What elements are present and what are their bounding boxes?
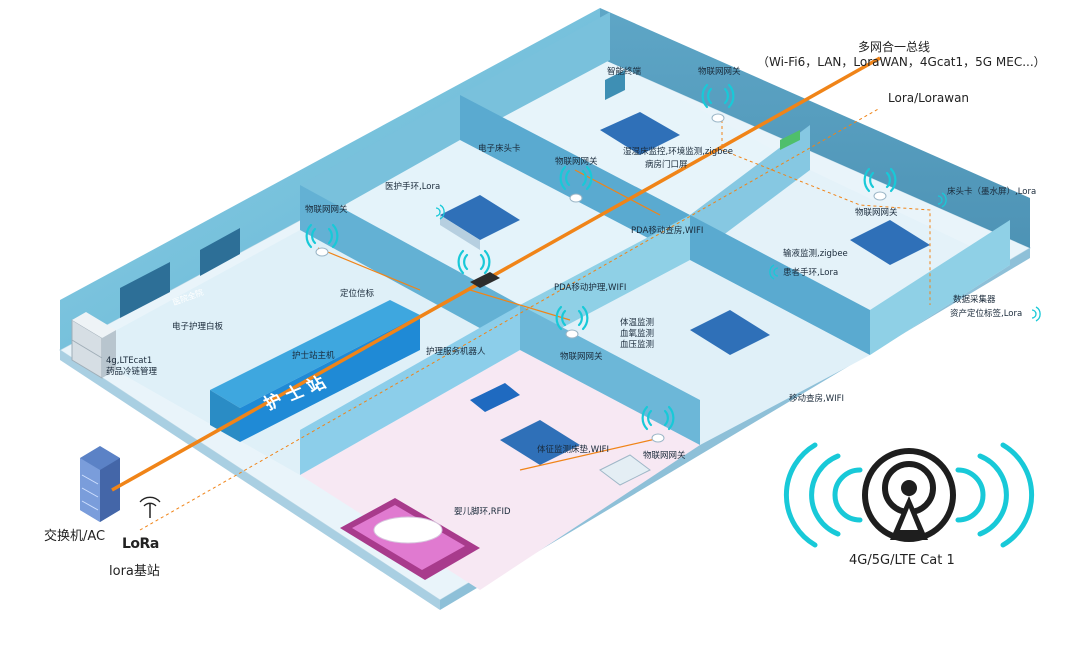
label-fridge-network: 4g,LTEcat1 (106, 356, 153, 366)
label-iot-gateway: 物联网网关 (855, 208, 898, 218)
bus-title: 多网合一总线 (858, 40, 931, 54)
ward-floor-mid (520, 260, 870, 445)
label-mobile-round: 移动查房,WIFI (789, 394, 845, 404)
label-baby-band: 婴儿脚环,RFID (454, 507, 511, 517)
switch-label: 交换机/AC (44, 529, 106, 544)
label-door-screen: 病房门口屏 (645, 160, 688, 170)
lora-logo: LoRa (122, 536, 159, 552)
bus-protocols: （Wi-Fi6，LAN，LoraWAN，4Gcat1，5G MEC...） (757, 55, 1046, 69)
label-asset-tag: 资产定位标签,Lora (950, 309, 1023, 319)
lora-line (139, 107, 881, 531)
label-iot-gateway: 物联网网关 (560, 352, 603, 362)
label-bp-monitor: 血压监测 (620, 340, 655, 350)
label-iot-gateway: 物联网网关 (643, 451, 686, 461)
label-medical-band: 医护手环,Lora (385, 182, 441, 192)
lora-station-label: lora基站 (109, 564, 160, 579)
cellular-tower-icon (783, 442, 1035, 548)
label-wet-bed-monitor: 湿湿床监控,环境监测,zigbee (623, 147, 733, 157)
label-smart-terminal: 智能终端 (607, 67, 642, 77)
label-infusion: 输液监测,zigbee (783, 249, 848, 259)
label-iot-gateway: 物联网网关 (698, 67, 741, 77)
label-eink-bed-card: 床头卡（墨水屏）,Lora (947, 187, 1037, 197)
label-iot-gateway: 物联网网关 (305, 205, 348, 215)
nurse-desk (210, 300, 420, 408)
label-whiteboard: 电子护理白板 (172, 322, 224, 332)
label-position-beacon: 定位信标 (340, 289, 375, 299)
lora-line-label: Lora/Lorawan (888, 91, 970, 105)
label-bed-card: 电子床头卡 (478, 144, 521, 154)
label-data-collector: 数据采集器 (953, 295, 996, 305)
label-pda-ward: PDA移动查房,WIFI (631, 226, 704, 236)
label-patient-band: 患者手环,Lora (783, 268, 839, 278)
label-temp-monitor: 体温监测 (620, 318, 655, 328)
label-station-host: 护士站主机 (292, 351, 335, 361)
label-vital-mattress: 体征监测床垫,WIFI (537, 445, 610, 455)
label-pda-nursing: PDA移动护理,WIFI (554, 283, 627, 293)
cellular-label: 4G/5G/LTE Cat 1 (849, 553, 955, 568)
label-spo2-monitor: 血氧监测 (620, 329, 655, 339)
label-fridge-coldchain: 药品冷链管理 (106, 367, 158, 377)
label-iot-gateway: 物联网网关 (555, 157, 598, 167)
wall-nurse-back (300, 95, 460, 230)
label-robot: 护理服务机器人 (426, 347, 486, 357)
main-bus-line (111, 56, 881, 492)
